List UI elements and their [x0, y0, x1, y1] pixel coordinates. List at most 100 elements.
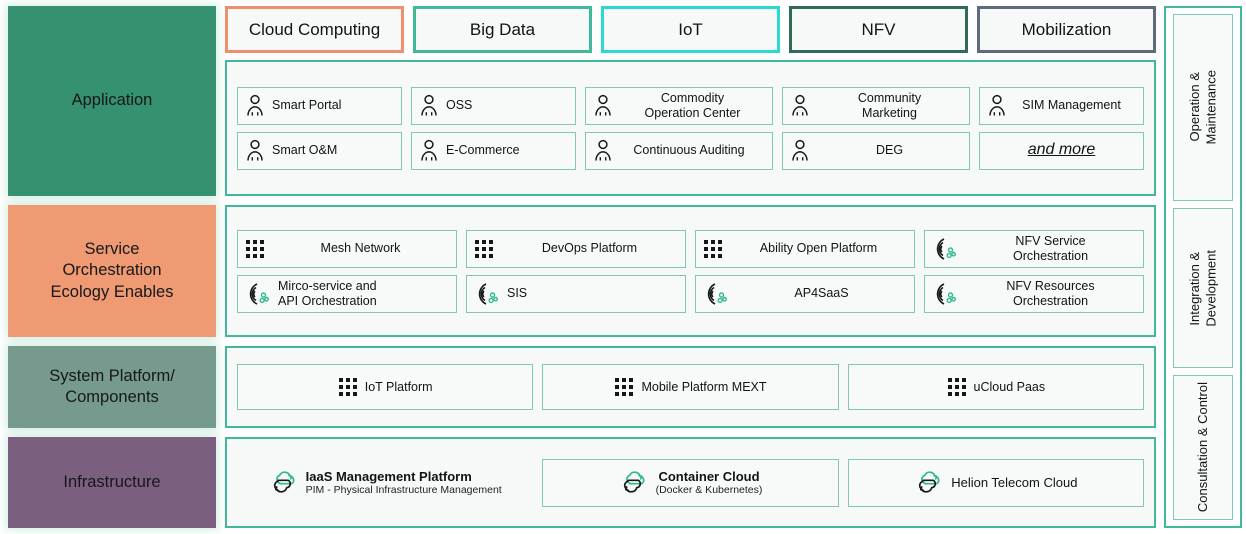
person-icon: [595, 139, 611, 161]
item-label: Smart Portal: [272, 98, 342, 113]
item-label: Mobile Platform MEXT: [641, 379, 767, 394]
category-label: Cloud Computing: [248, 19, 381, 39]
application-row-2: Smart O&M E-Commerce: [237, 131, 1144, 170]
item-label: Mesh Network: [320, 241, 401, 256]
sidebar-panel-integration-development[interactable]: Integration & Development: [1173, 208, 1233, 368]
item-label: DEG: [875, 143, 904, 158]
dot-grid-icon: [615, 378, 634, 396]
service-item-nfv-resources-orchestration[interactable]: NFV Resources Orchestration: [924, 274, 1144, 313]
sidebar-panel-consultation-control[interactable]: Consultation & Control: [1173, 375, 1233, 520]
category-chip-cloud-computing[interactable]: Cloud Computing: [225, 6, 404, 53]
dot-grid-icon: [338, 378, 357, 396]
person-icon: [595, 94, 611, 116]
infra-item-container-cloud[interactable]: Container Cloud (Docker & Kubernetes): [542, 458, 839, 507]
item-label: NFV Service Orchestration: [1012, 233, 1089, 263]
item-label: SIS: [507, 286, 528, 301]
infra-item-helion-telecom-cloud[interactable]: Helion Telecom Cloud: [847, 458, 1144, 507]
item-label: AP4SaaS: [794, 286, 849, 301]
category-chip-iot[interactable]: IoT: [601, 6, 780, 53]
system-item-ucloud-paas[interactable]: uCloud Paas: [847, 364, 1144, 410]
app-item-smart-om[interactable]: Smart O&M: [237, 131, 402, 170]
app-item-continuous-auditing[interactable]: Continuous Auditing: [585, 131, 773, 170]
infra-item-subtitle: (Docker & Kubernetes): [655, 483, 763, 496]
layer-service: Service Orchestration Ecology Enables Me…: [8, 205, 1156, 337]
infra-item-title: IaaS Management Platform: [305, 468, 472, 484]
item-label: and more: [1027, 141, 1096, 159]
service-item-nfv-service-orchestration[interactable]: NFV Service Orchestration: [924, 229, 1144, 268]
application-items-panel: Smart Portal OSS: [225, 60, 1156, 196]
item-label: Community Marketing: [857, 90, 922, 120]
orchestration-icon: [936, 282, 956, 305]
dot-grid-icon: [475, 239, 493, 258]
service-item-ap4saas[interactable]: AP4SaaS: [695, 274, 915, 313]
person-icon: [792, 139, 808, 161]
person-icon: [421, 94, 437, 116]
category-chip-mobilization[interactable]: Mobilization: [977, 6, 1156, 53]
service-item-micro-service-api-orchestration[interactable]: Mirco-service and API Orchestration: [237, 274, 457, 313]
system-item-mobile-platform-mext[interactable]: Mobile Platform MEXT: [542, 364, 839, 410]
person-icon: [989, 94, 1005, 116]
sidebar-panel-label: Operation & Maintenance: [1186, 70, 1218, 145]
cloud-sync-icon: [273, 470, 295, 493]
app-item-oss[interactable]: OSS: [411, 86, 576, 125]
service-item-ability-open-platform[interactable]: Ability Open Platform: [695, 229, 915, 268]
person-icon: [421, 139, 437, 161]
item-label: uCloud Paas: [973, 379, 1046, 394]
orchestration-icon: [707, 282, 727, 305]
item-label: NFV Resources Orchestration: [1006, 278, 1095, 308]
category-chip-big-data[interactable]: Big Data: [413, 6, 592, 53]
service-item-sis[interactable]: SIS: [466, 274, 686, 313]
layer-system-platform: System Platform/ Components IoT Platform: [8, 346, 1156, 428]
infra-item-title: Helion Telecom Cloud: [951, 474, 1078, 490]
item-label: Continuous Auditing: [633, 143, 745, 158]
infra-item-text-group: Helion Telecom Cloud: [951, 475, 1077, 490]
layer-infrastructure: Infrastructure IaaS Management: [8, 437, 1156, 528]
cloud-sync-icon: [919, 470, 940, 493]
app-item-community-marketing[interactable]: Community Marketing: [782, 86, 970, 125]
category-label: IoT: [678, 19, 703, 39]
app-item-and-more[interactable]: and more: [979, 131, 1144, 170]
service-row-1: Mesh Network DevOps Platform: [237, 229, 1144, 268]
sidebar-panel-operation-maintenance[interactable]: Operation & Maintenance: [1173, 14, 1233, 201]
layer-application: Application Cloud Computing Big Data IoT…: [8, 6, 1156, 196]
infra-item-text-group: Container Cloud (Docker & Kubernetes): [656, 469, 763, 497]
application-row-1: Smart Portal OSS: [237, 86, 1144, 125]
orchestration-icon: [249, 282, 269, 305]
category-label: Mobilization: [1021, 19, 1112, 39]
item-label: Smart O&M: [272, 143, 338, 158]
cloud-sync-icon: [623, 470, 645, 493]
item-label: DevOps Platform: [541, 241, 638, 256]
item-label: SIM Management: [1022, 98, 1121, 113]
infra-item-iaas-management-platform[interactable]: IaaS Management Platform PIM - Physical …: [237, 459, 533, 507]
layer-label-application: Application: [8, 6, 216, 196]
infra-item-title: Container Cloud: [658, 468, 760, 484]
service-item-devops-platform[interactable]: DevOps Platform: [466, 229, 686, 268]
category-label: Big Data: [469, 19, 536, 39]
system-content: IoT Platform Mobile Platform MEXT: [225, 346, 1156, 428]
item-label: Ability Open Platform: [759, 241, 878, 256]
layer-label-service: Service Orchestration Ecology Enables: [8, 205, 216, 337]
item-label: IoT Platform: [364, 379, 433, 394]
layer-label-infrastructure: Infrastructure: [8, 437, 216, 528]
service-item-mesh-network[interactable]: Mesh Network: [237, 229, 457, 268]
vertical-sidebar: Operation & Maintenance Integration & De…: [1164, 6, 1242, 528]
application-content: Cloud Computing Big Data IoT NFV Mobiliz…: [225, 6, 1156, 196]
orchestration-icon: [478, 282, 498, 305]
service-row-2: Mirco-service and API Orchestration: [237, 274, 1144, 313]
item-label: Commodity Operation Center: [644, 90, 741, 120]
dot-grid-icon: [947, 378, 966, 396]
app-item-smart-portal[interactable]: Smart Portal: [237, 86, 402, 125]
infra-item-text-group: IaaS Management Platform PIM - Physical …: [306, 469, 502, 497]
item-label: OSS: [446, 98, 473, 113]
category-label: NFV: [861, 19, 896, 39]
app-item-sim-management[interactable]: SIM Management: [979, 86, 1144, 125]
category-chip-nfv[interactable]: NFV: [789, 6, 968, 53]
app-item-commodity-operation-center[interactable]: Commodity Operation Center: [585, 86, 773, 125]
system-item-iot-platform[interactable]: IoT Platform: [237, 364, 534, 410]
sidebar-panel-label: Integration & Development: [1186, 249, 1218, 327]
orchestration-icon: [936, 237, 956, 260]
person-icon: [247, 139, 263, 161]
infrastructure-content: IaaS Management Platform PIM - Physical …: [225, 437, 1156, 528]
app-item-deg[interactable]: DEG: [782, 131, 970, 170]
app-item-e-commerce[interactable]: E-Commerce: [411, 131, 576, 170]
